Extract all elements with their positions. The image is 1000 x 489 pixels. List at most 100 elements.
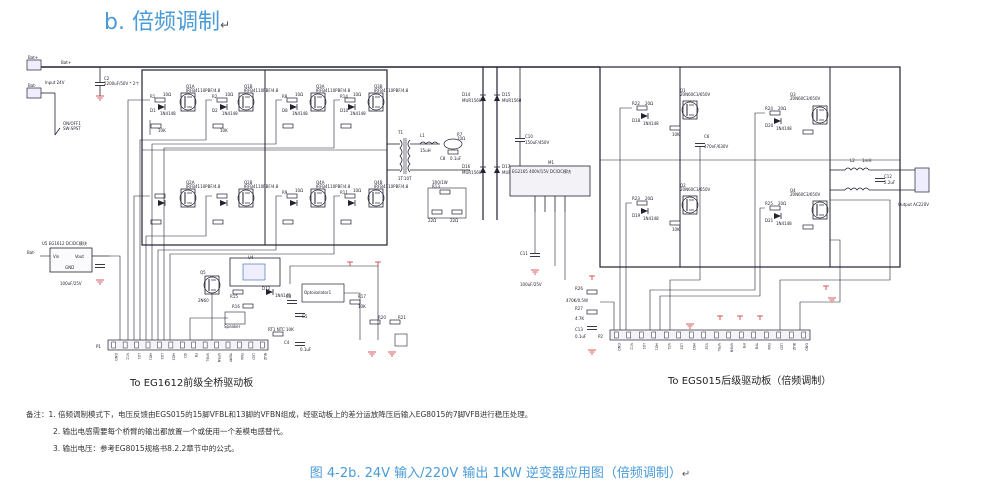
- header-pin: [714, 331, 719, 339]
- header-pin-label: LO2: [679, 343, 683, 350]
- l1-val: 15uH: [420, 148, 431, 153]
- r9-val: 10Ω: [295, 188, 303, 193]
- c10-label: C10: [525, 134, 533, 139]
- d15-part: MUR1560: [502, 98, 522, 103]
- r8-val: 10Ω: [295, 92, 303, 97]
- c8-val: 0.1uF: [450, 156, 462, 161]
- header-pin-label: LED: [779, 343, 783, 350]
- input-connector-plus: Bat+: [26, 55, 42, 71]
- r1-val: 10Ω: [163, 92, 171, 97]
- header-pin-label: LO2: [160, 353, 164, 360]
- header-pin: [122, 341, 128, 349]
- header-pin: [676, 331, 681, 339]
- r15-label: R15: [230, 294, 238, 299]
- q3b-label: Q3B: [374, 84, 383, 89]
- figure-caption-mark: ↵: [681, 469, 691, 480]
- header-pin-label: VFBL: [717, 343, 721, 352]
- header-pin: [639, 331, 644, 339]
- c12-label: C12: [884, 174, 892, 179]
- r11-val: 10Ω: [353, 188, 361, 193]
- header-pin-label: FAN: [240, 353, 244, 360]
- section-heading-text: b. 倍频调制: [104, 10, 220, 35]
- c13-label: C13: [575, 327, 583, 332]
- header-pin: [168, 341, 174, 349]
- d10-val: 1N4148: [350, 111, 366, 116]
- dcdc-module-m1: M1 EG2165 400V/15V DC/DC模块: [509, 160, 591, 212]
- r13-val: 1R0/1W: [432, 180, 448, 185]
- c11-label: C11: [520, 251, 528, 256]
- d16-label: D16: [462, 164, 471, 169]
- input-voltage-label: Input 24V: [45, 80, 65, 85]
- d2-val: 1N4148: [222, 111, 238, 116]
- q10-part: 20N60C3/650V: [680, 187, 710, 192]
- q3a-label: Q3A: [316, 84, 325, 89]
- t1-ratio: 1T:10T: [398, 176, 412, 181]
- p1-label: P1: [96, 344, 101, 349]
- header-pin-label: FB: [194, 353, 198, 358]
- r9-label: R9: [282, 190, 288, 195]
- header-pin: [801, 331, 806, 339]
- r21-label: R21: [398, 315, 406, 320]
- header-pin-label: HO2: [171, 353, 175, 360]
- header-pin: [764, 331, 769, 339]
- header-pin-label: VFBN: [217, 353, 221, 363]
- r14-label: R14: [340, 94, 348, 99]
- c4-val: 0.1uF: [300, 347, 312, 352]
- header-pin-label: HO1: [654, 343, 658, 350]
- header-pin-label: TEMP: [229, 352, 233, 362]
- d20-val: 1N4148: [776, 126, 792, 131]
- header-pin: [664, 331, 669, 339]
- r2-val: 10Ω: [225, 92, 233, 97]
- r1-label: R1: [150, 94, 156, 99]
- c6-val: 470nF/630V: [704, 144, 728, 149]
- r20-label: R20: [378, 315, 386, 320]
- header-pin-label: LO1: [642, 343, 646, 350]
- header-pin-label: VCC: [629, 343, 633, 351]
- r17-val: 10K: [358, 304, 366, 309]
- header-pin: [145, 341, 151, 349]
- l1-label: L1: [420, 133, 425, 138]
- header-pin: [111, 341, 116, 349]
- header-pin: [751, 331, 756, 339]
- d14-part: MUR1560: [462, 98, 482, 103]
- r27-val: 4.7K: [575, 316, 584, 321]
- figure-caption-text: 图 4-2b. 24V 输入/220V 输出 1KW 逆变器应用图（倍频调制）: [309, 466, 682, 481]
- r13-label: R13: [432, 184, 440, 189]
- q2b-label: Q2B: [244, 180, 253, 185]
- r-pull-1: 10K: [672, 132, 680, 137]
- q4b-label: Q4B: [374, 180, 383, 185]
- header-pin-label: GND: [114, 353, 118, 361]
- c5-label: C5: [302, 314, 308, 319]
- u4-label: U4: [248, 255, 254, 260]
- header-pin: [180, 341, 185, 349]
- rt1-label: RT1 NTC 10K: [268, 327, 294, 332]
- r-pull-2: 10K: [672, 227, 680, 232]
- u5-vin: Vin: [53, 254, 60, 259]
- c2-spec: 2200uF/50V * 2个: [104, 81, 139, 86]
- paragraph-mark: ↵: [219, 18, 231, 32]
- opto-label: Optoisolator1: [304, 290, 332, 295]
- p2-label: P2: [598, 334, 603, 339]
- figure-caption: 图 4-2b. 24V 输入/220V 输出 1KW 逆变器应用图（倍频调制）↵: [0, 462, 1000, 481]
- header-pin: [776, 331, 781, 339]
- header-pin-label: TFB: [754, 342, 758, 350]
- r4-val: 10K: [220, 128, 228, 133]
- r26-label: R26: [575, 286, 583, 291]
- header-pin-label: VS2: [704, 343, 708, 350]
- d17-label: D17: [502, 164, 511, 169]
- note-line-2: 2. 输出电感需要每个桥臂的输出都放置一个或使用一个差模电感替代。: [53, 427, 288, 436]
- notes-block: 备注：1. 倍频调制模式下，电压反馈由EGS015的15脚VFBL和13脚的VF…: [26, 406, 532, 457]
- c11-val: 100uF/25V: [520, 282, 542, 287]
- header-pin: [626, 331, 631, 339]
- d18-val: 1N4148: [643, 121, 659, 126]
- r25-val: 20Ω: [778, 201, 786, 206]
- d14-label: D14: [462, 92, 471, 97]
- header-pin-label: HO2: [692, 343, 696, 350]
- header-pin: [237, 341, 242, 349]
- q9-part: 20N60C3/650V: [680, 92, 710, 97]
- header-pin: [614, 331, 619, 339]
- header-pin-label: VFBL: [206, 353, 210, 362]
- m1-label: M1: [548, 160, 554, 165]
